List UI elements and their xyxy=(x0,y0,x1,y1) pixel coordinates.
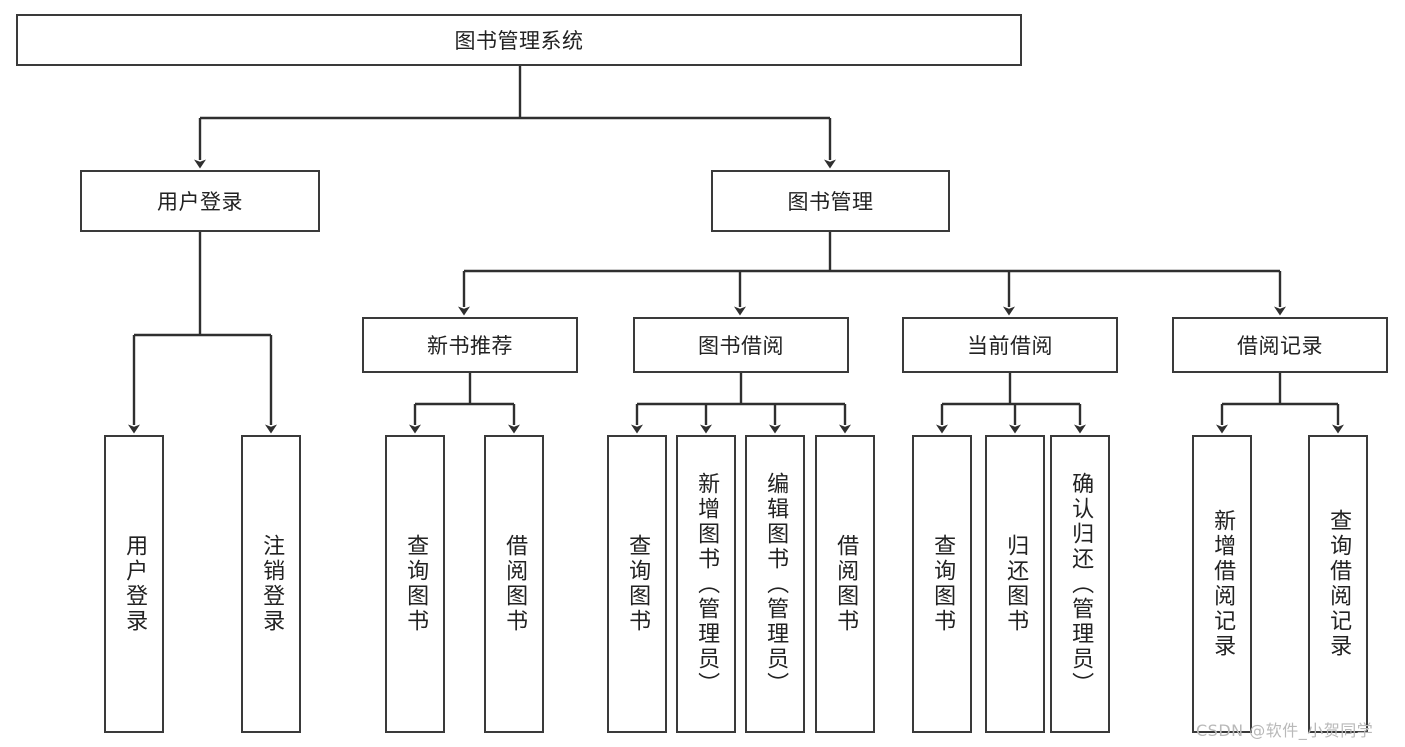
csdn-watermark: CSDN @软件_小贺同学 xyxy=(1196,721,1374,740)
leaf-user-login-label: 用户登录 xyxy=(122,534,148,634)
leaf-query-book-current-label: 查询图书 xyxy=(930,534,956,634)
leaf-query-book-rec-label: 查询图书 xyxy=(403,534,429,634)
leaf-user-login[interactable]: 用户登录 xyxy=(104,435,164,733)
leaf-edit-book-label: 编辑图书（管理员） xyxy=(763,471,789,697)
node-user-login-label: 用户登录 xyxy=(157,190,243,214)
leaf-borrow-book[interactable]: 借阅图书 xyxy=(815,435,875,733)
leaf-add-book[interactable]: 新增图书（管理员） xyxy=(676,435,736,733)
leaf-user-logout[interactable]: 注销登录 xyxy=(241,435,301,733)
leaf-query-borrow-record[interactable]: 查询借阅记录 xyxy=(1308,435,1368,733)
edges-bookmanage-to-level3 xyxy=(458,232,1286,316)
leaf-query-book-current[interactable]: 查询图书 xyxy=(912,435,972,733)
node-book-manage-label: 图书管理 xyxy=(787,190,874,214)
edges-userlogin-to-leaves xyxy=(128,232,277,434)
leaf-confirm-return-label: 确认归还（管理员） xyxy=(1068,471,1094,697)
node-root[interactable]: 图书管理系统 xyxy=(16,14,1022,66)
node-new-book-recommend-label: 新书推荐 xyxy=(427,334,513,358)
node-current-borrow-label: 当前借阅 xyxy=(967,334,1053,358)
edges-root-to-level2 xyxy=(194,66,836,169)
leaf-query-borrow-record-label: 查询借阅记录 xyxy=(1326,509,1352,659)
node-new-book-recommend[interactable]: 新书推荐 xyxy=(362,317,578,373)
leaf-add-book-label: 新增图书（管理员） xyxy=(694,471,720,697)
leaf-user-logout-label: 注销登录 xyxy=(259,534,285,634)
leaf-query-book-borrow[interactable]: 查询图书 xyxy=(607,435,667,733)
node-borrow-record[interactable]: 借阅记录 xyxy=(1172,317,1388,373)
node-book-borrow-label: 图书借阅 xyxy=(698,334,784,358)
edges-borrowrecord-to-leaves xyxy=(1216,373,1344,434)
node-user-login[interactable]: 用户登录 xyxy=(80,170,320,232)
leaf-return-book[interactable]: 归还图书 xyxy=(985,435,1045,733)
leaf-confirm-return[interactable]: 确认归还（管理员） xyxy=(1050,435,1110,733)
leaf-borrow-book-rec[interactable]: 借阅图书 xyxy=(484,435,544,733)
node-current-borrow[interactable]: 当前借阅 xyxy=(902,317,1118,373)
node-borrow-record-label: 借阅记录 xyxy=(1237,334,1323,358)
node-root-label: 图书管理系统 xyxy=(454,29,584,53)
node-book-borrow[interactable]: 图书借阅 xyxy=(633,317,849,373)
leaf-add-borrow-record[interactable]: 新增借阅记录 xyxy=(1192,435,1252,733)
leaf-query-book-rec[interactable]: 查询图书 xyxy=(385,435,445,733)
leaf-borrow-book-label: 借阅图书 xyxy=(833,534,859,634)
leaf-add-borrow-record-label: 新增借阅记录 xyxy=(1210,509,1236,659)
leaf-edit-book[interactable]: 编辑图书（管理员） xyxy=(745,435,805,733)
edges-newbook-to-leaves xyxy=(409,373,520,434)
node-book-manage[interactable]: 图书管理 xyxy=(711,170,950,232)
leaf-return-book-label: 归还图书 xyxy=(1003,534,1029,634)
leaf-borrow-book-rec-label: 借阅图书 xyxy=(502,534,528,634)
edges-bookborrow-to-leaves xyxy=(631,373,851,434)
edges-currentborrow-to-leaves xyxy=(936,373,1086,434)
leaf-query-book-borrow-label: 查询图书 xyxy=(625,534,651,634)
